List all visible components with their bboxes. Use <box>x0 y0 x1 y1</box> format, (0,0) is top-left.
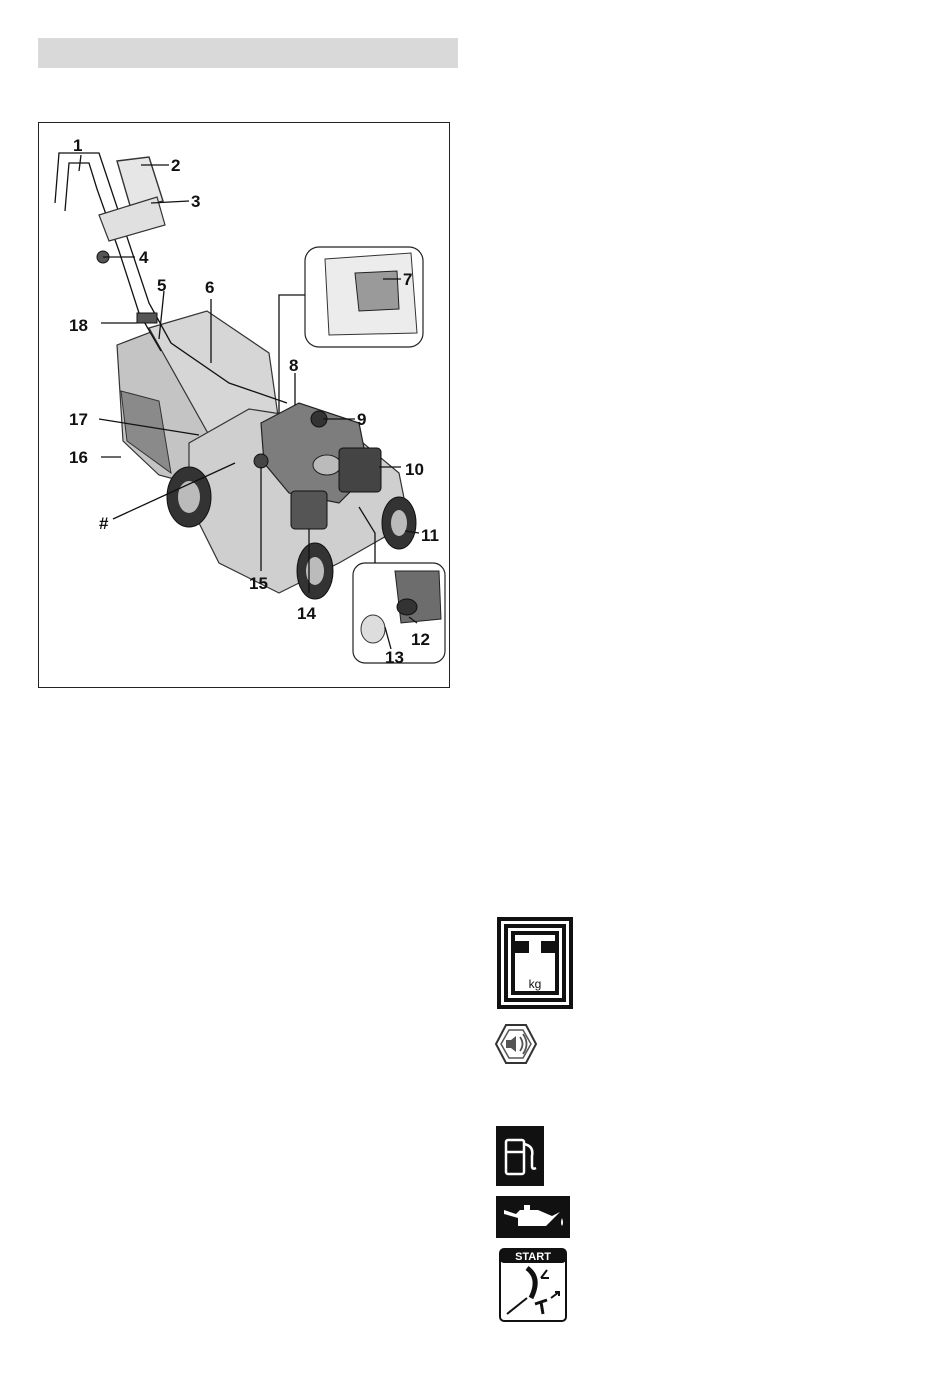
fuel-tank <box>291 491 327 529</box>
callout-3: 3 <box>191 192 200 211</box>
front-wheel-right-hub <box>391 510 407 536</box>
callout-17: 17 <box>69 410 88 429</box>
inset-bottom-body <box>395 571 441 623</box>
callout-18: 18 <box>69 316 88 335</box>
callout-14: 14 <box>297 604 316 623</box>
start-pull-icon: START <box>499 1248 567 1322</box>
engine-cap <box>313 455 341 475</box>
callout-2: 2 <box>171 156 180 175</box>
fuel-pump-icon <box>496 1126 544 1186</box>
section-header-bar <box>38 38 458 68</box>
callout-10: 10 <box>405 460 424 479</box>
inset-bottom-knob <box>397 599 417 615</box>
inset-top-lever <box>355 271 399 311</box>
callout-13: 13 <box>385 648 404 667</box>
callout-4: 4 <box>139 248 149 267</box>
rear-wheel-hub <box>178 481 200 513</box>
oil-can-icon <box>496 1196 570 1238</box>
air-filter <box>339 448 381 492</box>
callout-9: 9 <box>357 410 366 429</box>
lever-knob <box>254 454 268 468</box>
callout-6: 6 <box>205 278 214 297</box>
weight-icon: kg <box>496 916 574 1010</box>
handle-clamp <box>137 313 157 323</box>
weight-unit: kg <box>529 977 542 991</box>
start-label: START <box>515 1251 551 1263</box>
callout-11: 11 <box>421 526 439 545</box>
inset-top-leader <box>279 295 305 413</box>
mower-illustration: 1 2 3 4 5 6 7 8 9 10 11 12 13 14 15 16 1… <box>39 123 451 689</box>
callout-1: 1 <box>73 136 82 155</box>
mower-figure: 1 2 3 4 5 6 7 8 9 10 11 12 13 14 15 16 1… <box>38 122 450 688</box>
inset-bottom-gauge <box>361 615 385 643</box>
callout-hash: # <box>99 514 109 533</box>
callout-15: 15 <box>249 574 268 593</box>
callout-7: 7 <box>403 270 412 289</box>
sound-power-icon <box>494 1022 538 1066</box>
callout-5: 5 <box>157 276 166 295</box>
callout-16: 16 <box>69 448 88 467</box>
callout-8: 8 <box>289 356 298 375</box>
callout-12: 12 <box>411 630 430 649</box>
